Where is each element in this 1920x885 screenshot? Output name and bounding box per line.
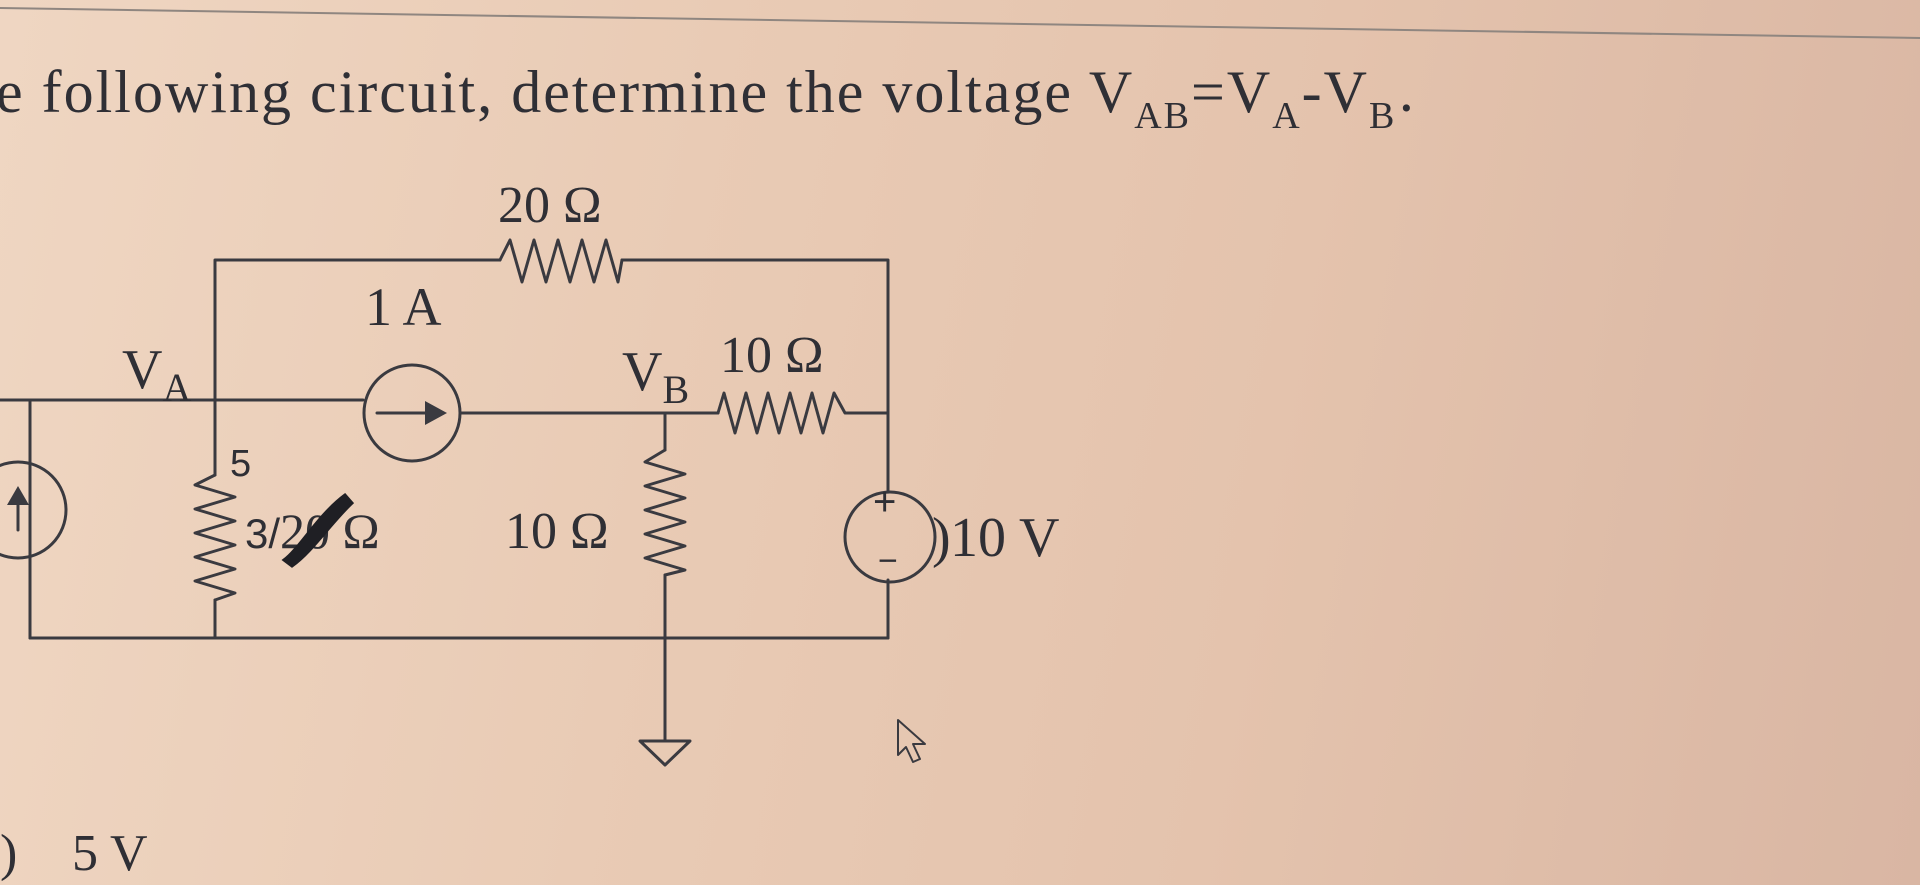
question-sub-b: B <box>1369 95 1396 137</box>
wire-top <box>213 258 502 402</box>
minus-sign: − <box>878 542 898 580</box>
ground-icon <box>638 739 692 767</box>
page-edge-line <box>0 7 1920 39</box>
r-left-prefix: 3/ <box>245 510 280 557</box>
node-b-main: V <box>622 341 662 403</box>
question-sub-a: A <box>1272 95 1301 137</box>
label-current-source: 1 A <box>365 277 442 337</box>
node-b-sub: B <box>662 367 689 412</box>
resistor-left <box>193 473 237 602</box>
current-source-1a <box>362 363 462 463</box>
voltage-source-10v <box>843 490 937 584</box>
strike-through-scribble <box>281 492 355 568</box>
question-minus: -V <box>1302 59 1369 125</box>
plus-sign: + <box>873 480 896 524</box>
arrow-right-icon <box>425 401 447 425</box>
wire-top-right <box>620 258 890 415</box>
answer-option-paren: ) <box>0 825 17 882</box>
label-r-right-top: 10 Ω <box>720 327 824 384</box>
resistor-top-20 <box>498 238 624 284</box>
current-source-left <box>0 460 68 560</box>
resistor-right-10 <box>716 391 849 435</box>
label-r-top: 20 Ω <box>498 177 602 234</box>
mouse-cursor-icon <box>897 719 926 763</box>
label-node-a: VA <box>122 339 191 410</box>
node-a-main: V <box>122 339 162 401</box>
question-equals: =V <box>1191 59 1272 125</box>
arrow-up-icon <box>7 486 29 505</box>
question-period: · <box>1396 75 1418 141</box>
answer-option: 5 V <box>72 825 148 882</box>
resistor-middle-10 <box>643 448 687 577</box>
question-sub-ab: AB <box>1134 95 1191 137</box>
node-a-sub: A <box>162 365 191 410</box>
label-node-b: VB <box>622 341 689 412</box>
label-r-middle: 10 Ω <box>505 503 609 560</box>
handwritten-correction: 5 <box>230 443 251 485</box>
label-voltage-source: 10 V <box>950 507 1059 569</box>
question-text: e following circuit, determine the volta… <box>0 59 1418 141</box>
question-prefix: e following circuit, determine the volta… <box>0 59 1134 125</box>
label-voltage-source-paren: ) <box>932 507 951 569</box>
